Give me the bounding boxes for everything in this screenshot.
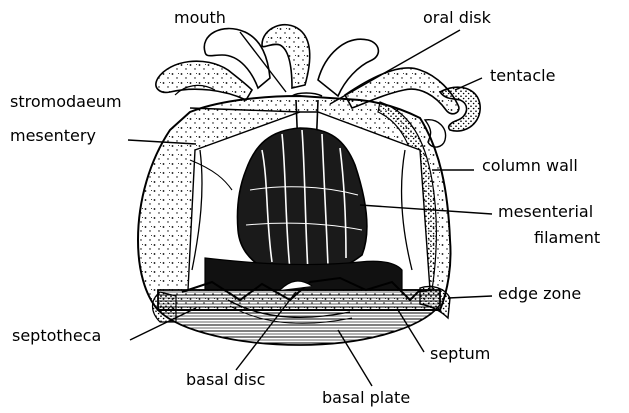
label-mesenterial-line1: mesenterial (498, 204, 593, 220)
leader-tentacle (455, 78, 482, 90)
leader-edge-zone (448, 296, 492, 298)
label-septotheca: septotheca (12, 328, 101, 344)
label-stromodaeum: stromodaeum (10, 94, 122, 110)
label-tentacle: tentacle (490, 68, 555, 84)
label-basal-disc: basal disc (186, 372, 265, 388)
label-mouth: mouth (174, 10, 226, 26)
label-edge-zone: edge zone (498, 286, 581, 302)
label-column-wall: column wall (482, 158, 578, 174)
label-mesenterial-line2: filament (534, 230, 600, 246)
label-oral-disk: oral disk (423, 10, 491, 26)
label-mesentery: mesentery (10, 128, 96, 144)
label-septum: septum (430, 346, 490, 362)
label-basal-plate: basal plate (322, 390, 410, 406)
